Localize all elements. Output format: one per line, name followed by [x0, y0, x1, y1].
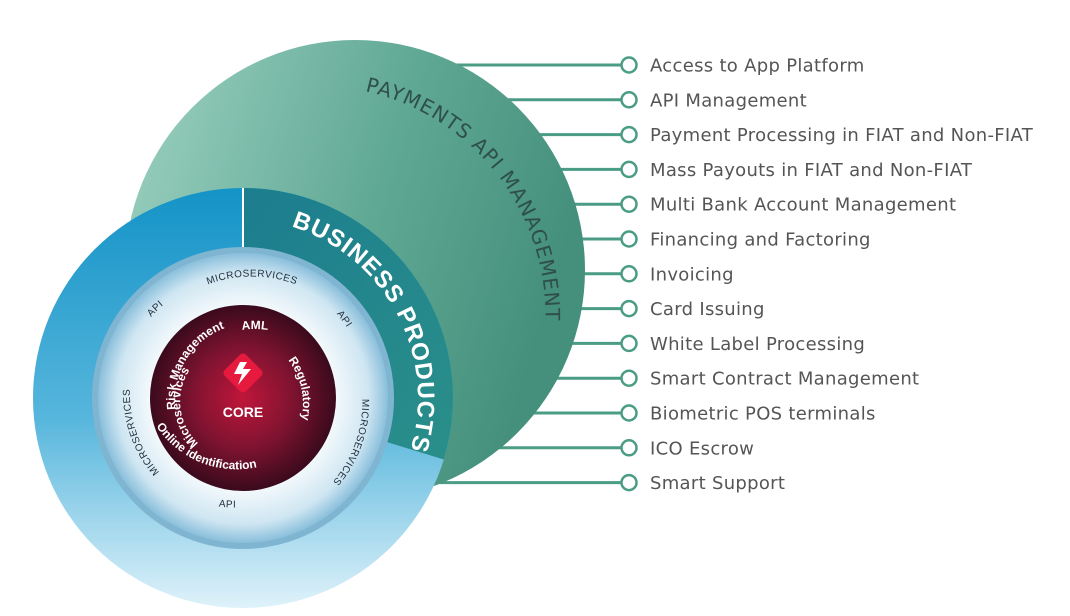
- feature-node-icon: [620, 125, 638, 144]
- feature-label: Card Issuing: [650, 299, 765, 320]
- feature-label: White Label Processing: [650, 334, 865, 355]
- feature-node-icon: [620, 265, 638, 283]
- feature-label: ICO Escrow: [650, 438, 754, 459]
- feature-label: API Management: [650, 90, 807, 111]
- core-aml: AML: [241, 318, 269, 333]
- feature-label: Payment Processing in FIAT and Non-FIAT: [650, 125, 1034, 146]
- feature-node-icon: [620, 334, 638, 353]
- middle-api-bottom: API: [218, 499, 236, 511]
- feature-node-icon: [620, 230, 638, 248]
- feature-node-icon: [620, 56, 638, 74]
- feature-label: Smart Support: [650, 473, 785, 494]
- feature-label: Financing and Factoring: [650, 230, 871, 251]
- feature-label: Access to App Platform: [650, 56, 865, 77]
- feature-node-icon: [620, 439, 638, 457]
- core-logo-icon: [223, 353, 263, 393]
- core-label: CORE: [223, 404, 263, 420]
- feature-node-icon: [620, 404, 638, 422]
- feature-label: Invoicing: [650, 264, 734, 285]
- feature-node-icon: [620, 160, 638, 179]
- middle-ring-edge: [92, 247, 394, 549]
- feature-label: Mass Payouts in FIAT and Non-FIAT: [650, 160, 973, 181]
- feature-label: Biometric POS terminals: [650, 404, 876, 425]
- feature-node-icon: [620, 299, 638, 318]
- feature-label: Smart Contract Management: [650, 369, 919, 390]
- feature-label: Multi Bank Account Management: [650, 195, 956, 216]
- feature-node-icon: [620, 369, 638, 387]
- feature-node-icon: [620, 91, 638, 109]
- feature-node-icon: [620, 473, 638, 492]
- feature-node-icon: [620, 195, 638, 213]
- core-circle: [150, 305, 336, 491]
